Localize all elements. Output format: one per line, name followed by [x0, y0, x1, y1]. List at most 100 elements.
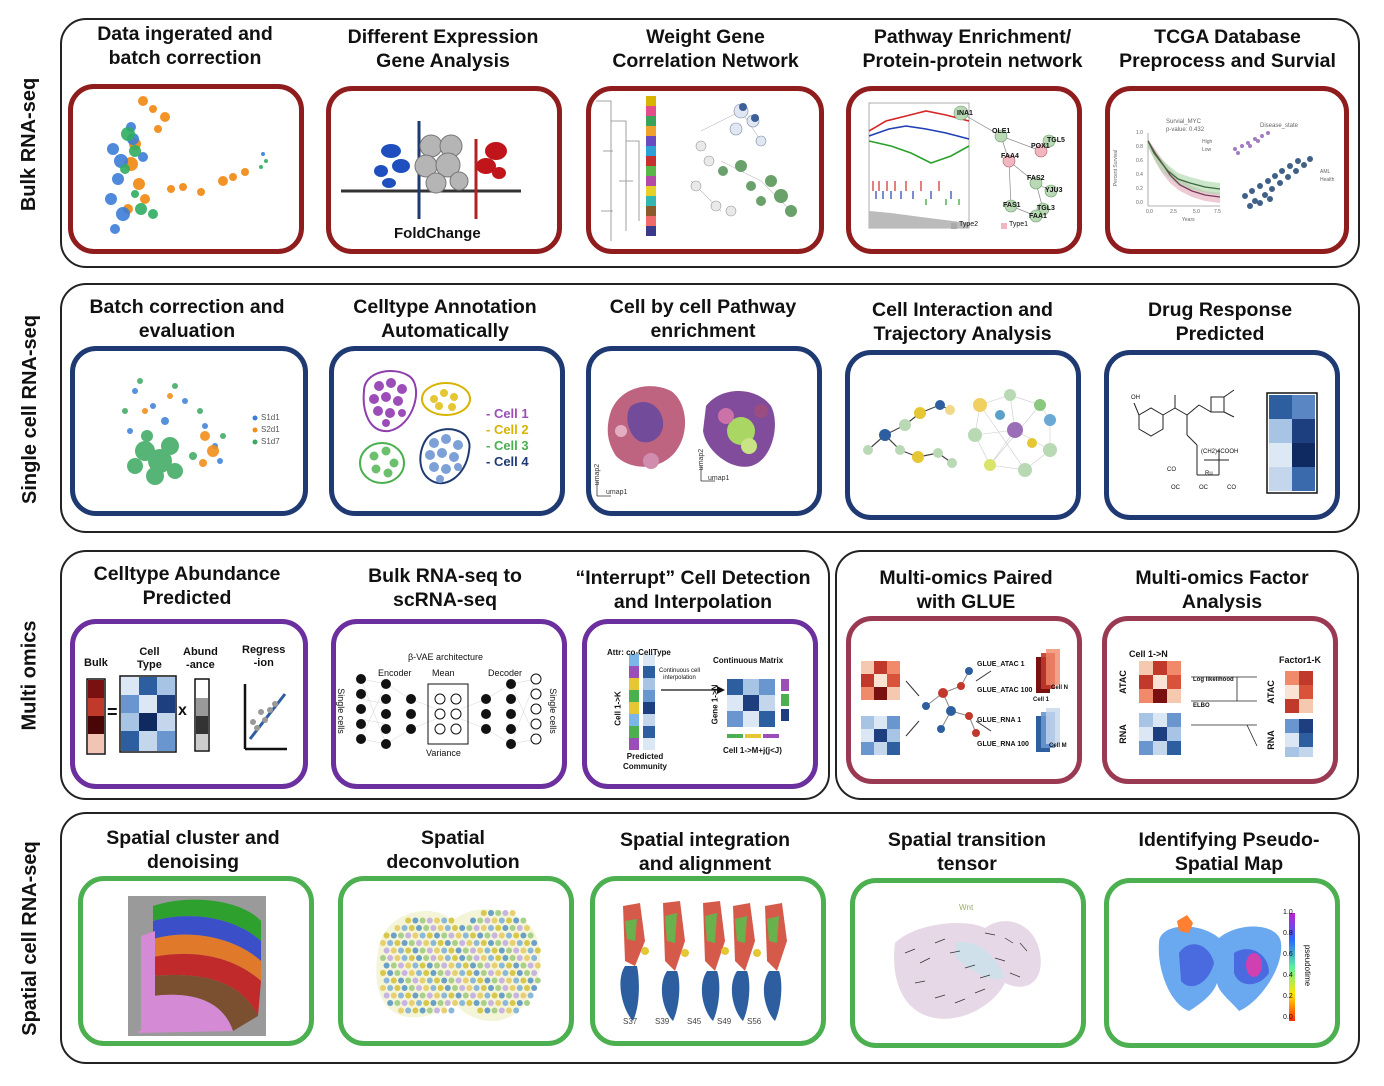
deconvolution-spot: [434, 992, 440, 999]
deconvolution-spot: [430, 925, 437, 931]
deconvolution-spot: [516, 955, 523, 961]
drug-structure-heatmap: [1133, 389, 1318, 494]
deconvolution-spot: [419, 992, 426, 999]
deconvolution-spot: [513, 947, 520, 954]
mo-title-1: Celltype Abundance Predicted: [93, 563, 281, 609]
deconvolution-spot: [437, 940, 444, 946]
deconvolution-spot: [380, 970, 386, 976]
deconvolution-spot: [462, 992, 469, 999]
survival-plot: [1147, 131, 1313, 209]
deconvolution-spot: [437, 1000, 444, 1006]
row-label-single-cell: Single cell RNA-seq: [18, 314, 41, 504]
ppi-node-label: POX1: [1031, 143, 1050, 150]
deconvolution-spot: [430, 955, 437, 961]
deconvolution-spot: [416, 940, 422, 946]
deconvolution-spot: [466, 1000, 473, 1006]
deconvolution-spot: [488, 955, 494, 961]
ppi-node-label: TGL5: [1047, 137, 1065, 144]
deconvolution-spot: [502, 925, 509, 931]
interrupt-gene-axis: Gene 1->N: [710, 684, 720, 725]
chem-label: CO: [1227, 485, 1236, 491]
deconvolution-spot: [405, 932, 412, 939]
spatial-group: [60, 812, 1360, 1064]
deconvolution-spot: [455, 977, 462, 984]
deconvolution-spot: [401, 985, 408, 991]
deconvolution-spot: [491, 977, 498, 984]
deconvolution-spot: [441, 992, 448, 999]
single-cell-group: [60, 283, 1360, 533]
survival-ytick: 1.0: [1136, 130, 1143, 136]
survival-ylabel: Percent Survival: [1113, 149, 1120, 187]
deconvolution-spot: [408, 1000, 415, 1006]
deconvolution-spot: [509, 925, 516, 931]
ppi-node-label: TGL3: [1037, 205, 1055, 212]
deconvolution-spot: [513, 977, 520, 984]
deconvolution-spot: [495, 1000, 502, 1006]
deconvolution-spot: [434, 962, 440, 969]
vae-side-right: Single cells: [547, 688, 558, 734]
deconvolution-spot: [506, 962, 512, 969]
survival-xtick: 7.5: [1214, 209, 1221, 215]
sample-label: S45: [687, 1017, 702, 1026]
deconvolution-spot: [426, 962, 433, 969]
deconvolution-spot: [398, 992, 404, 999]
deconvolution-spot: [466, 925, 473, 931]
deconvolution-spot: [394, 970, 401, 976]
deconvolution-spot: [480, 925, 487, 931]
survival-ytick: 0.6: [1136, 158, 1143, 164]
sc-batch-legend: S2d1: [261, 425, 280, 434]
multi-omics-group-right: [835, 550, 1359, 800]
chem-label: (CH2)4COOH: [1201, 449, 1239, 455]
survival-xtick: 0.0: [1146, 209, 1153, 215]
ppi-node-label: FAS2: [1027, 175, 1045, 182]
sc-batch-legend: S1d1: [261, 413, 280, 422]
interrupt-matrix-label: Continuous Matrix: [713, 656, 784, 665]
deconvolution-spot: [495, 925, 502, 931]
deconvolution-spot: [387, 1000, 394, 1006]
abundance-label-abundance: Abund -ance: [183, 646, 218, 671]
deconvolution-spot: [408, 955, 415, 961]
sc-title-1: Batch correction and evaluation: [89, 296, 285, 342]
deconvolution-spot: [520, 992, 527, 999]
deconvolution-spot: [434, 947, 440, 954]
umap-axis-label: umap2: [594, 463, 602, 486]
mofa-label: RNA: [1265, 730, 1276, 750]
deconvolution-spot: [390, 947, 397, 954]
pathway-umaps: [596, 386, 775, 497]
deconvolution-spot: [455, 932, 462, 939]
deconvolution-spot: [506, 917, 512, 924]
deconvolution-spot: [441, 977, 448, 984]
sc-title-3: Cell by cell Pathway enrichment: [609, 296, 797, 342]
deconvolution-spot: [466, 985, 473, 991]
celltype-clusters: [359, 370, 471, 485]
survival-legend-high: High: [1202, 139, 1213, 145]
interrupt-attr-label: Attr: co-CellType: [607, 648, 671, 657]
glue-diagram: [861, 649, 1060, 755]
bulk-wgcna-panel: [586, 86, 824, 254]
deconvolution-spot: [459, 925, 466, 931]
deconvolution-spot: [448, 917, 455, 924]
ppi-node-label: FAS1: [1003, 202, 1021, 209]
deconvolution-spot: [470, 947, 476, 954]
abundance-label-celltype: Cell Type: [137, 646, 162, 671]
deconvolution-spot: [531, 955, 538, 961]
survival-ytick: 0.2: [1136, 186, 1143, 192]
deconvolution-spot: [509, 955, 516, 961]
spatial-cluster-map: [128, 896, 266, 1036]
deconvolution-spot: [394, 1000, 401, 1006]
deconvolution-spot: [434, 977, 440, 984]
deconvolution-spot: [498, 1007, 505, 1014]
row-label-bulk: Bulk RNA-seq: [18, 77, 41, 211]
deconvolution-spot: [491, 932, 498, 939]
deconvolution-spot: [498, 947, 505, 954]
umap-axis-label: umap1: [708, 475, 730, 482]
deconvolution-spot: [441, 932, 448, 939]
sp-integration-panel: S37 S39 S45 S49 S56: [590, 876, 826, 1046]
deconvolution-spot: [516, 970, 523, 976]
sc-drug-panel: (CH2)4COOH OH CO OC OC CO Ru: [1104, 350, 1340, 520]
deconvolution-spot: [412, 977, 419, 984]
deconvolution-spot: [390, 992, 397, 999]
deconvolution-spot: [412, 947, 419, 954]
deconvolution-spot: [531, 940, 538, 946]
deconvolution-spot: [513, 932, 520, 939]
